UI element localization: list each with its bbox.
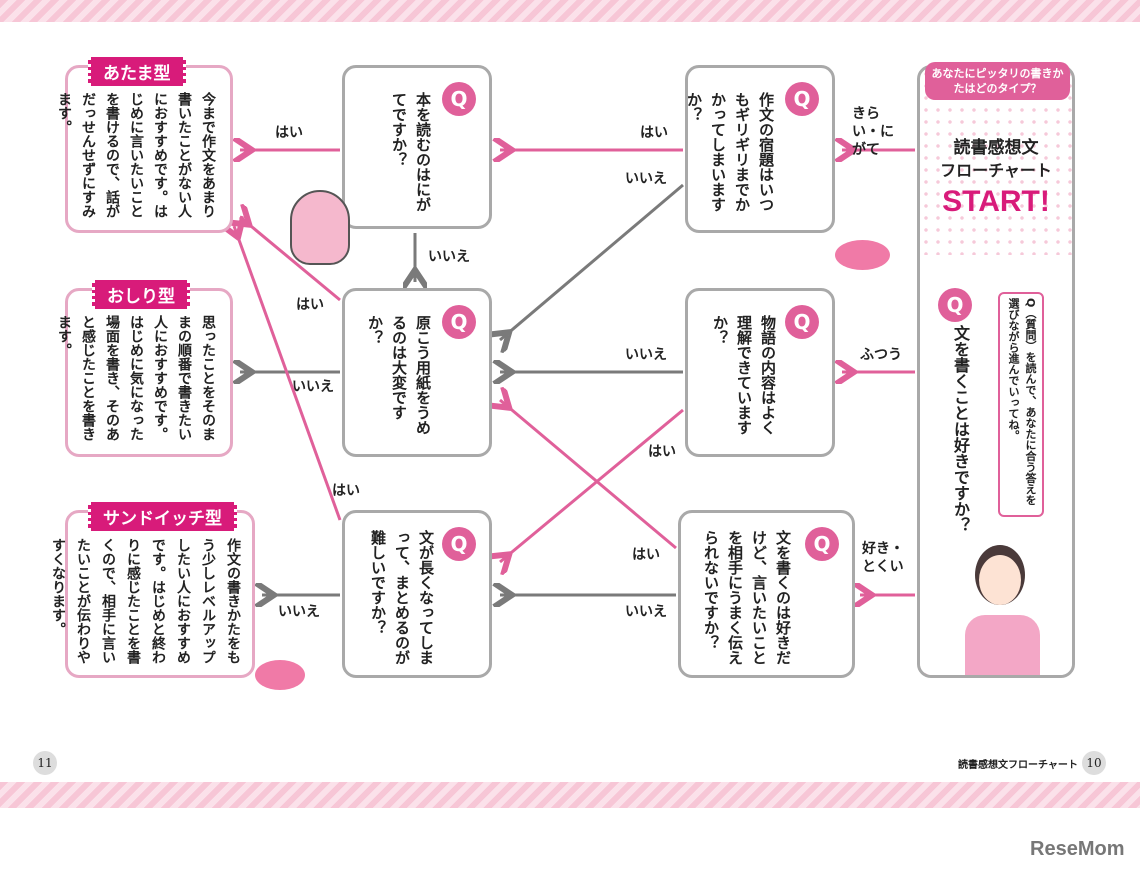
crab-illustration (835, 240, 890, 270)
q-badge: Q (805, 527, 839, 561)
label-yes: はい (632, 547, 660, 563)
label-no: いいえ (625, 171, 667, 187)
arrow-q4-q2 (500, 183, 684, 340)
result-oshiri (65, 288, 233, 457)
label-like: 好き・とくい (862, 541, 904, 575)
label-no: いいえ (292, 379, 334, 395)
result-sandwich-text: 作文の書きかたをもう少しレベルアップしたい人におすすめです。はじめと終わりに感じ… (50, 538, 241, 664)
start-label: START! (942, 185, 1050, 218)
label-no: いいえ (625, 347, 667, 363)
arrow-q6-q2 (500, 400, 677, 550)
label-normal: ふつう (860, 347, 902, 363)
page-number-right: 10 (1082, 751, 1106, 775)
start-title-2: フローチャート (940, 161, 1052, 180)
result-sandwich-title: サンドイッチ型 (88, 502, 237, 531)
label-yes: はい (275, 125, 303, 141)
q-badge: Q (785, 82, 819, 116)
label-yes: はい (640, 125, 668, 141)
question-long-text: 文が長くなってしまって、まとめるのが難しいですか？ (369, 530, 435, 665)
label-yes: はい (648, 444, 676, 460)
label-yes: はい (332, 483, 360, 499)
question-reading-text: 本を読むのはにがてですか？ (390, 92, 432, 212)
result-atama-title: あたま型 (88, 57, 186, 86)
start-question: 文を書くことは好きですか？ (951, 325, 970, 533)
question-homework-text: 作文の宿題はいつもギリギリまでかかってしまいますか？ (685, 92, 775, 212)
arrow-q5-q3 (500, 408, 684, 562)
teacher-illustration (965, 545, 1045, 675)
q-badge: Q (442, 305, 476, 339)
label-no: いいえ (278, 604, 320, 620)
start-title-1: 読書感想文 (953, 138, 1039, 158)
arrow-q3-atama (234, 226, 342, 521)
start-bubble: あなたにピッタリの書きかたはどのタイプ？ (925, 62, 1070, 100)
page-number-left: 11 (33, 751, 57, 775)
start-white-area (920, 255, 1072, 675)
label-no: いいえ (625, 604, 667, 620)
arrow-q2-atama (240, 217, 341, 302)
result-oshiri-title: おしり型 (92, 280, 190, 309)
guide-text: Q（質問）を読んで、あなたに合う答えを選びながら進んでいってね。 (1007, 298, 1037, 506)
result-atama-text: 今まで作文をあまり書いたことがない人におすすめです。はじめに言いたいことを書ける… (56, 92, 216, 218)
top-band (0, 0, 1140, 22)
crab-illustration (255, 660, 305, 690)
q-badge: Q (938, 288, 972, 322)
penguin-illustration (290, 190, 350, 265)
result-oshiri-text: 思ったことをそのままの順番で書きたい人におすすめです。はじめに気になった場面を書… (56, 315, 216, 441)
guide-bubble (998, 292, 1044, 517)
label-no: いいえ (428, 249, 470, 265)
question-story-text: 物語の内容はよく理解できていますか？ (711, 315, 777, 435)
q-badge: Q (442, 527, 476, 561)
footer-title: 読書感想文フローチャート (958, 760, 1078, 771)
result-sandwich (65, 510, 255, 678)
question-convey-text: 文を書くのは好きだけど、言いたいことを相手にうまく伝えられないですか？ (702, 530, 792, 665)
label-yes: はい (296, 297, 324, 313)
bottom-band (0, 782, 1140, 808)
question-paper-text: 原こう用紙をうめるのは大変ですか？ (366, 315, 432, 435)
q-badge: Q (442, 82, 476, 116)
resemom-logo: ReseMom (1030, 838, 1125, 860)
q-badge: Q (785, 305, 819, 339)
label-dislike: きらい・にがて (852, 106, 894, 158)
